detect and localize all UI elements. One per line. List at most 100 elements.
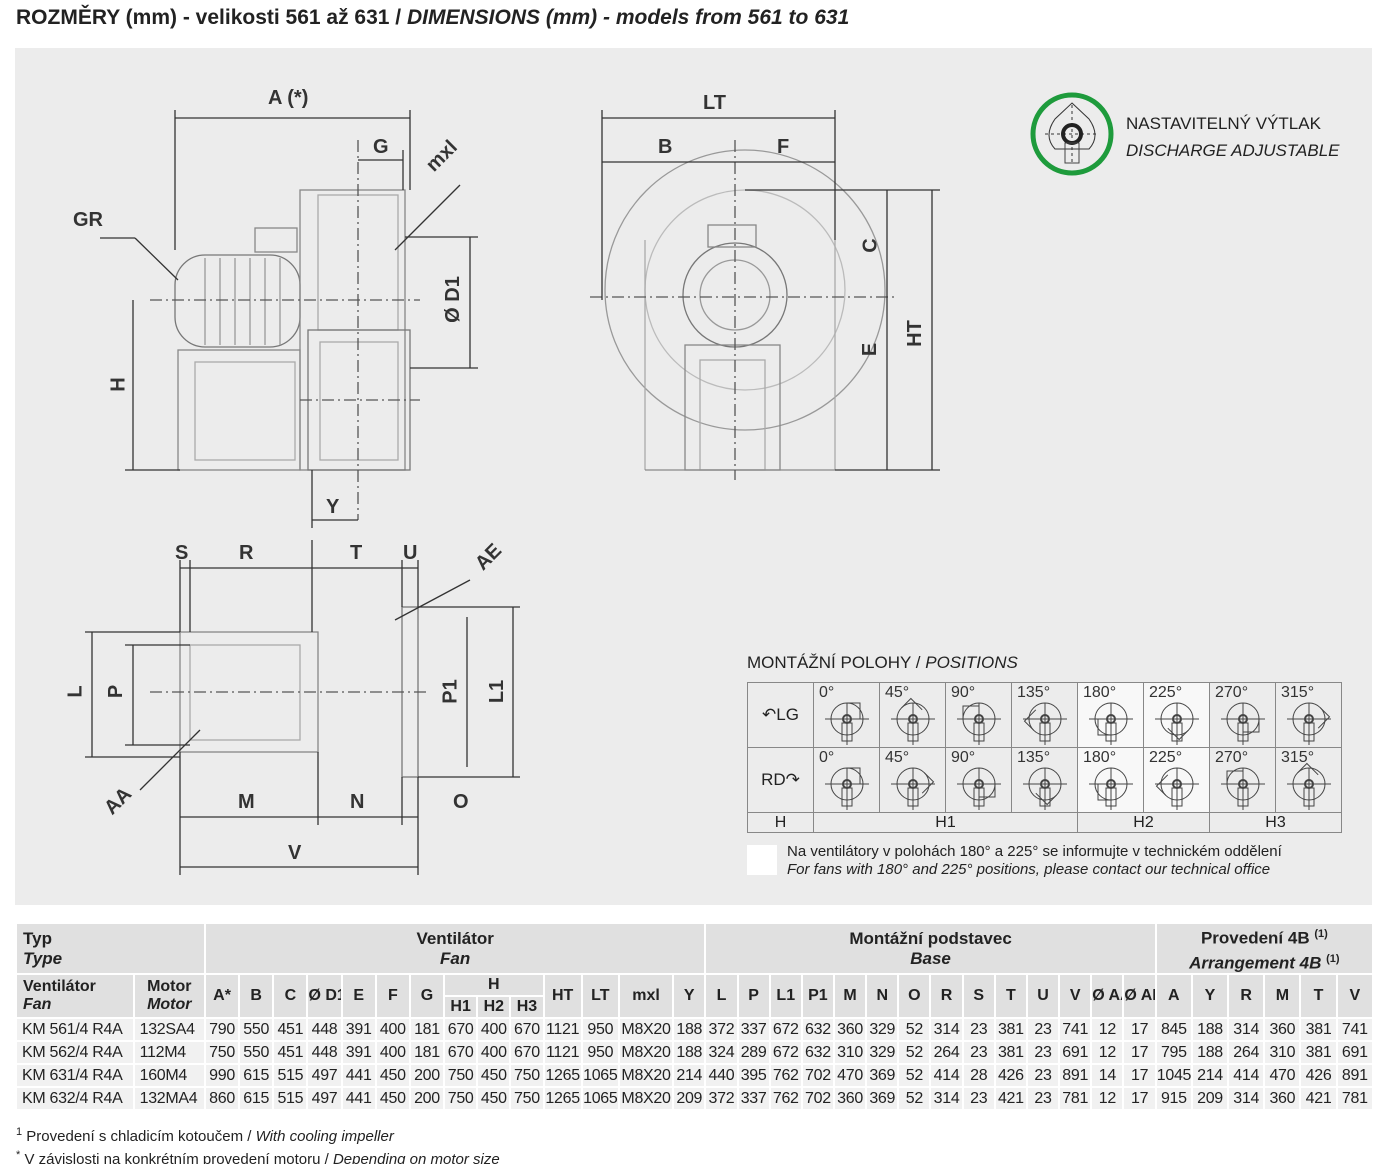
rotation-lg-label: LG [776, 705, 799, 724]
col-header: Ø AE [1124, 975, 1155, 1018]
value-cell: 310 [1265, 1042, 1300, 1064]
position-rd-7: 315° [1275, 747, 1342, 813]
value-cell: 670 [511, 1042, 543, 1064]
value-cell: 414 [1229, 1065, 1264, 1087]
col-header: H3 [511, 997, 543, 1018]
value-cell: 550 [240, 1042, 273, 1064]
dim-label-p: P [105, 684, 128, 699]
value-cell: 360 [1265, 1019, 1300, 1041]
fan-position-icon [1155, 702, 1199, 745]
group-arrangement: Provedení 4B (1)Arrangement 4B (1) [1156, 924, 1372, 974]
rotation-rd-label: RD [761, 770, 786, 789]
base-plan-drawing [85, 540, 520, 875]
value-cell: 214 [674, 1065, 705, 1087]
value-cell: 17 [1124, 1065, 1155, 1087]
value-cell: 314 [931, 1088, 962, 1110]
position-lg-4: 180° [1077, 682, 1144, 748]
value-cell: 450 [376, 1065, 409, 1087]
position-angle-label: 45° [885, 749, 910, 766]
value-cell: 1121 [544, 1042, 581, 1064]
position-angle-label: 270° [1215, 749, 1249, 766]
positions-footer-h: H [747, 812, 814, 833]
value-cell: 891 [1060, 1065, 1091, 1087]
footnote-1-cz: Provedení s chladicím kotoučem / [26, 1128, 252, 1145]
col-header: R [931, 975, 962, 1018]
position-angle-label: 180° [1083, 684, 1117, 701]
value-cell: 750 [205, 1042, 239, 1064]
value-cell: 426 [1301, 1065, 1336, 1087]
rotation-cw-icon: ↷ [785, 770, 800, 789]
value-cell: 762 [770, 1088, 801, 1110]
positions-title: MONTÁŽNÍ POLOHY / POSITIONS [747, 653, 1018, 673]
value-cell: 400 [376, 1042, 409, 1064]
value-cell: 470 [1265, 1065, 1300, 1087]
value-cell: 750 [511, 1065, 543, 1087]
value-cell: 188 [1192, 1019, 1228, 1041]
fan-model-cell: KM 562/4 R4A [17, 1042, 133, 1064]
positions-row-rd: RD↷0°45°90°135°180°225°270°315° [747, 747, 1342, 813]
dim-label-u: U [403, 542, 418, 564]
group-fan-en: Fan [440, 948, 471, 968]
value-cell: 915 [1156, 1088, 1191, 1110]
value-cell: 1121 [544, 1019, 581, 1041]
value-cell: 264 [1229, 1042, 1264, 1064]
value-cell: 750 [445, 1065, 477, 1087]
value-cell: M8X20 [619, 1065, 673, 1087]
dim-label-lt: LT [703, 92, 726, 114]
position-lg-6: 270° [1209, 682, 1276, 748]
col-header: V [1337, 975, 1372, 1018]
value-cell: 691 [1337, 1042, 1372, 1064]
value-cell: 52 [899, 1042, 930, 1064]
motor-cell: 112M4 [134, 1042, 204, 1064]
technical-drawings [85, 110, 940, 875]
value-cell: 950 [582, 1042, 618, 1064]
value-cell: 23 [963, 1042, 994, 1064]
value-cell: 314 [1229, 1019, 1264, 1041]
value-cell: 470 [835, 1065, 866, 1087]
value-cell: 372 [706, 1019, 737, 1041]
footnote-2-mark: * [16, 1149, 21, 1161]
value-cell: 181 [410, 1042, 444, 1064]
value-cell: 860 [205, 1088, 239, 1110]
motor-cell: 160M4 [134, 1065, 204, 1087]
fan-model-cell: KM 561/4 R4A [17, 1019, 133, 1041]
value-cell: 421 [995, 1088, 1026, 1110]
dim-label-ht: HT [903, 320, 926, 347]
value-cell: 188 [674, 1042, 705, 1064]
value-cell: 381 [995, 1019, 1026, 1041]
col-fan-cz: Ventilátor [23, 978, 96, 996]
value-cell: 450 [376, 1088, 409, 1110]
value-cell: M8X20 [619, 1019, 673, 1041]
col-header: M [1265, 975, 1300, 1018]
value-cell: 310 [835, 1042, 866, 1064]
col-header: F [376, 975, 409, 1018]
group-type-cz: Typ [23, 928, 52, 948]
value-cell: 381 [995, 1042, 1026, 1064]
col-header: P [738, 975, 769, 1018]
value-cell: 209 [674, 1088, 705, 1110]
value-cell: 990 [205, 1065, 239, 1087]
col-header: V [1060, 975, 1091, 1018]
value-cell: 441 [342, 1088, 375, 1110]
position-angle-label: 90° [951, 749, 976, 766]
fan-position-icon [1287, 762, 1331, 810]
value-cell: 550 [240, 1019, 273, 1041]
fan-position-icon [957, 702, 1001, 745]
front-view-drawing [590, 110, 940, 480]
col-header: A [1156, 975, 1191, 1018]
value-cell: 781 [1060, 1088, 1091, 1110]
dim-label-gr: GR [73, 209, 103, 231]
value-cell: 314 [931, 1019, 962, 1041]
value-cell: 372 [706, 1088, 737, 1110]
value-cell: 497 [308, 1065, 341, 1087]
value-cell: 702 [802, 1065, 833, 1087]
value-cell: 1265 [544, 1065, 581, 1087]
position-rd-6: 270° [1209, 747, 1276, 813]
position-rd-1: 45° [879, 747, 946, 813]
value-cell: 200 [410, 1065, 444, 1087]
